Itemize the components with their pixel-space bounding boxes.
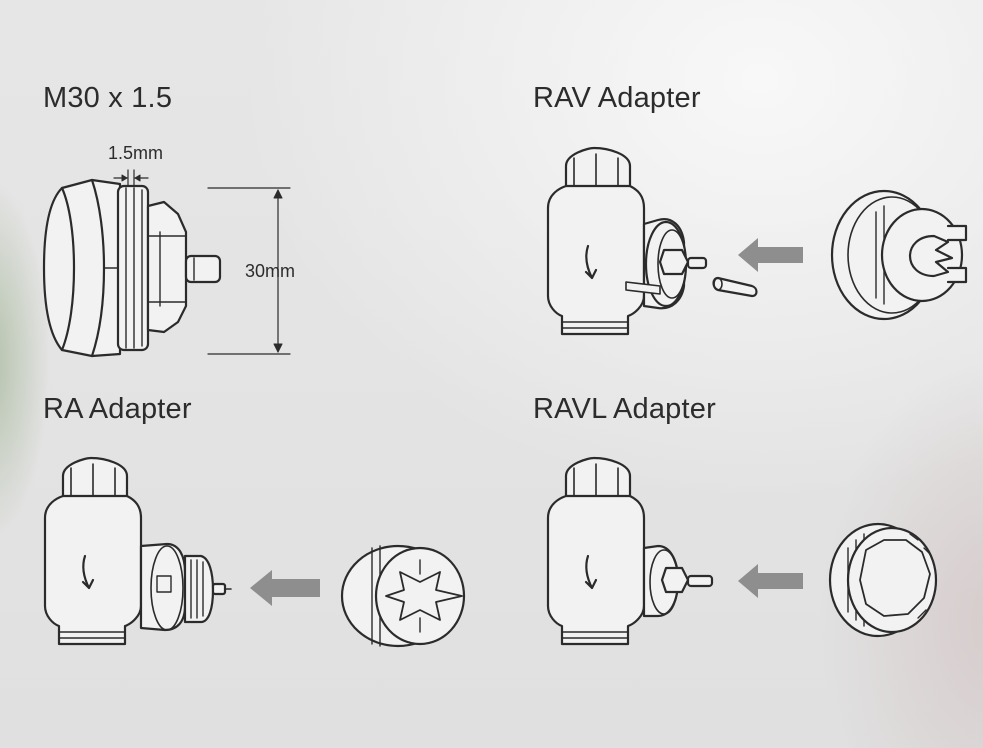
- ravl-valve-drawing: [546, 456, 714, 646]
- ravl-arrow: [738, 564, 803, 598]
- ra-valve-drawing: [43, 456, 232, 646]
- ra-arrow: [250, 570, 320, 606]
- diameter-label: 30mm: [245, 261, 296, 281]
- ra-adapter-ring: [340, 544, 466, 648]
- rav-pin-sleeve: [712, 276, 758, 298]
- rav-valve-drawing: [546, 146, 708, 336]
- ra-adapter-title: RA Adapter: [43, 393, 192, 425]
- rav-arrow: [738, 238, 803, 272]
- m30-title: M30 x 1.5: [43, 82, 173, 114]
- rav-adapter-ring: [830, 189, 968, 321]
- ravl-adapter-title: RAVL Adapter: [533, 393, 716, 425]
- ravl-adapter-ring: [828, 522, 938, 638]
- thread-pitch-label: 1.5mm: [108, 143, 164, 163]
- rav-adapter-title: RAV Adapter: [533, 82, 701, 114]
- m30-adapter-drawing: [42, 169, 291, 358]
